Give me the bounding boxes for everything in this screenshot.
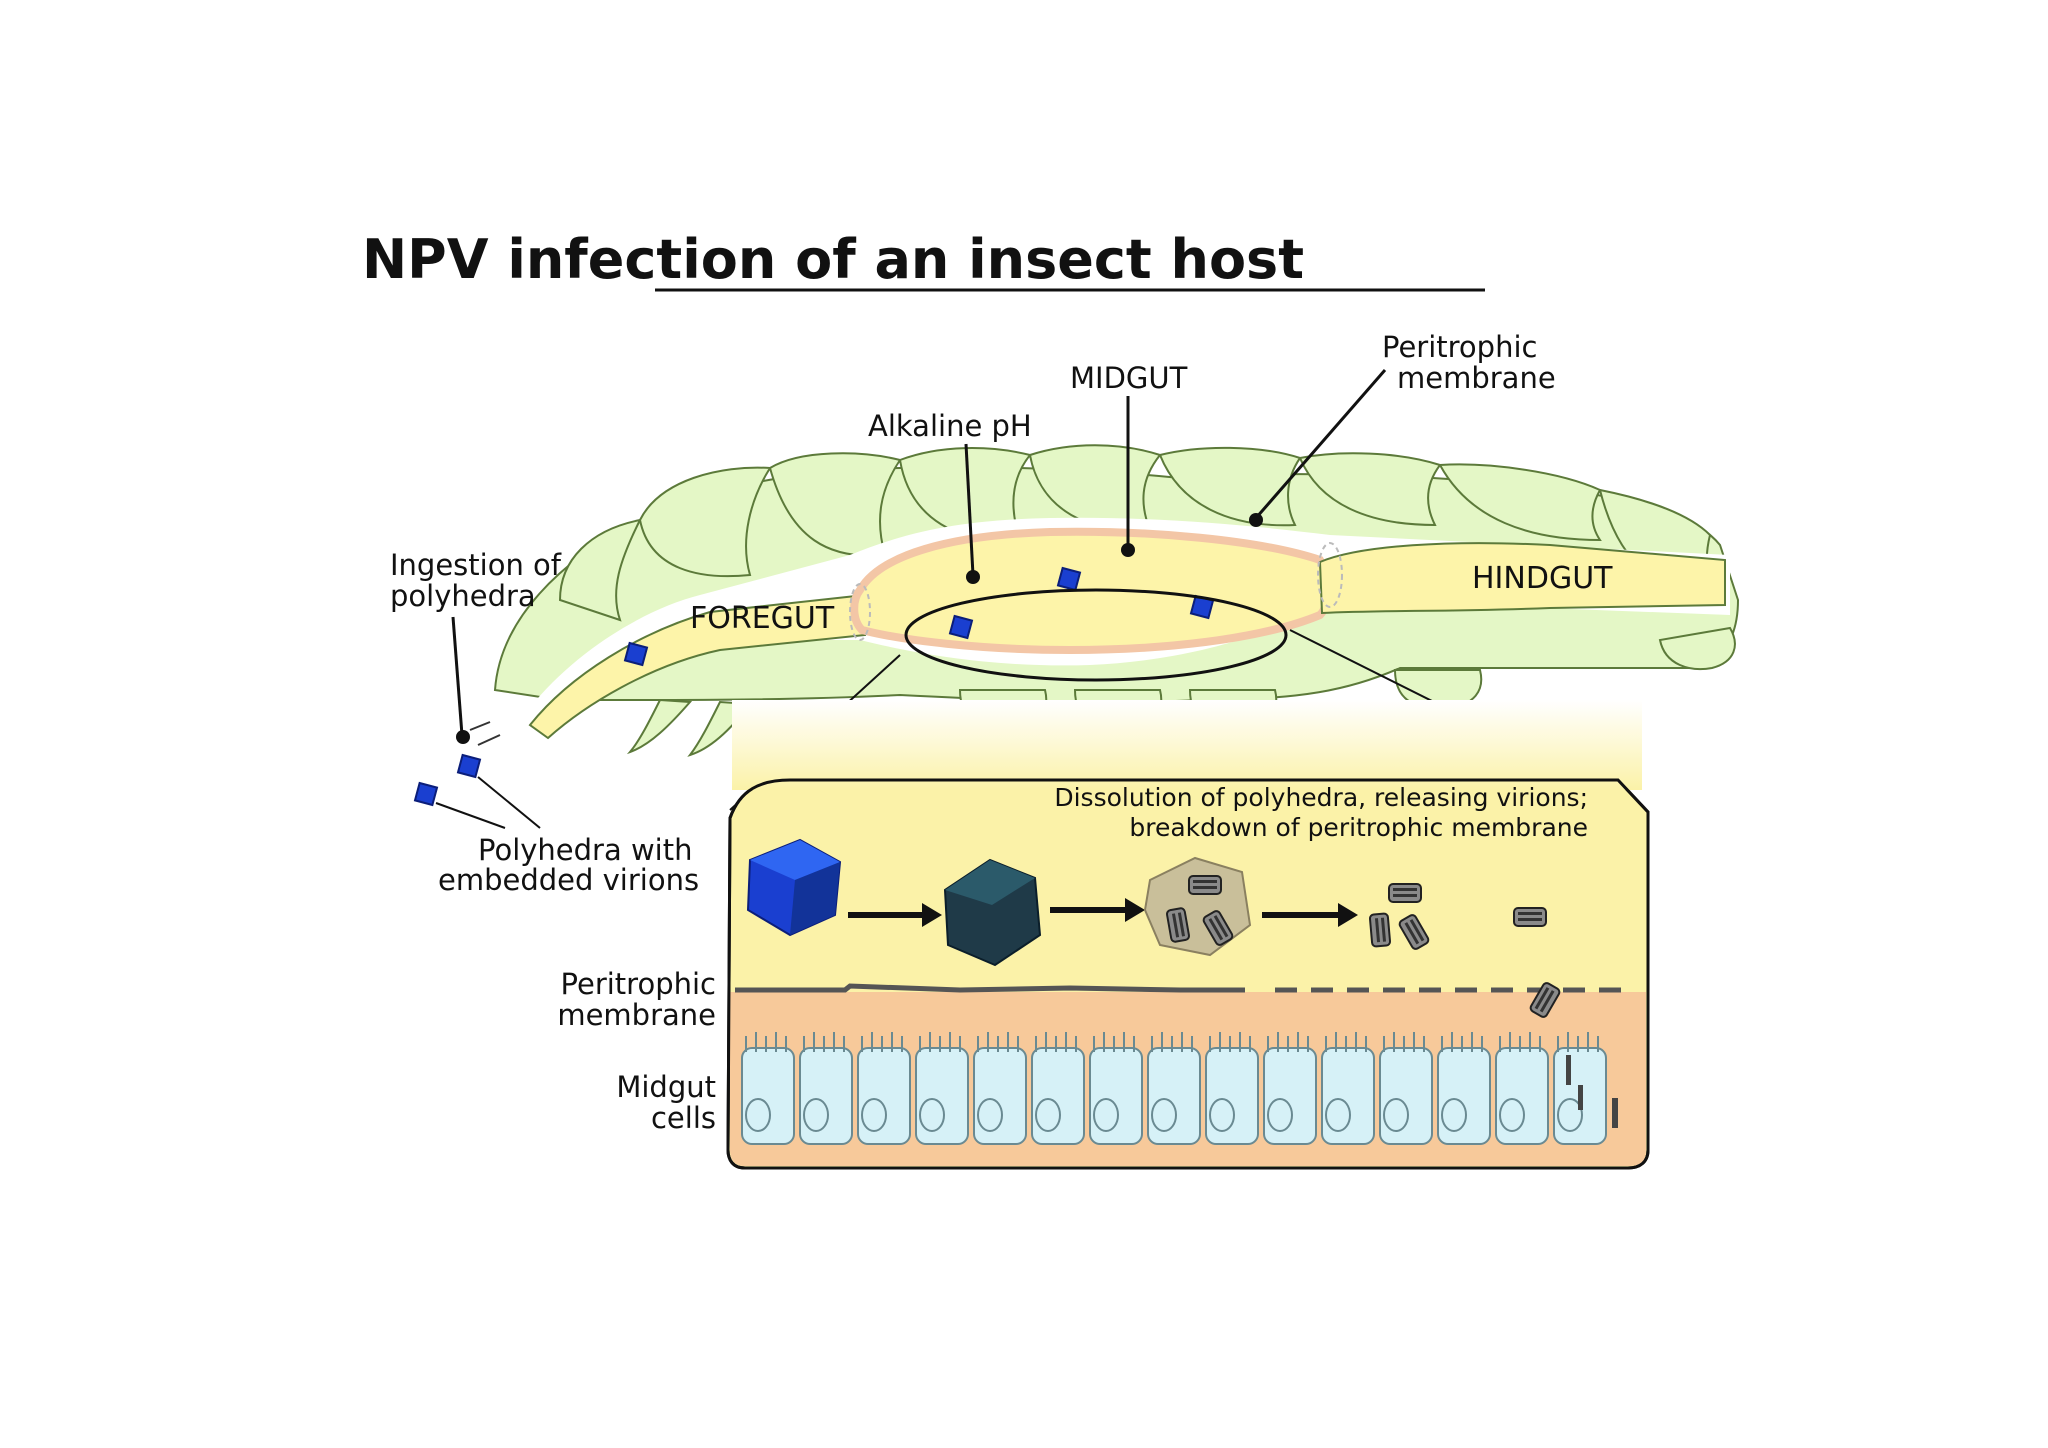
alkaline-label: Alkaline pH xyxy=(868,409,1032,443)
arrow-icon xyxy=(848,903,942,927)
arrow-icon xyxy=(1262,903,1358,927)
polyhedra-label-1: Polyhedra with xyxy=(478,833,692,867)
virion-icon xyxy=(1388,883,1422,903)
zoom-ellipse xyxy=(904,588,1288,682)
dissolution-sequence xyxy=(746,838,1562,1020)
title-group: NPV infection of an insect host xyxy=(362,228,1485,292)
annotation-midgut: MIDGUT xyxy=(1070,361,1188,557)
hindgut-region xyxy=(1318,542,1726,615)
midgut-cells-label-1: Midgut xyxy=(616,1070,716,1104)
arrow-icon xyxy=(1050,898,1145,922)
ingestion-label-2: polyhedra xyxy=(390,579,536,613)
virion-icon xyxy=(1368,912,1392,948)
midgut-cells-label-2: cells xyxy=(651,1101,716,1135)
annotation-ingestion: Ingestion of polyhedra xyxy=(390,548,562,744)
annotation-polyhedra: Polyhedra with embedded virions xyxy=(435,776,699,897)
polyhedra-in-gut xyxy=(413,566,1215,807)
polyhedron-icon xyxy=(943,858,1042,967)
virion-icon xyxy=(1188,875,1222,895)
peritrophic-membrane-intact xyxy=(735,983,1245,993)
peritrophic-side-label-2: membrane xyxy=(557,998,716,1032)
ingestion-label-1: Ingestion of xyxy=(390,548,562,582)
page-title: NPV infection of an insect host xyxy=(362,228,1304,291)
polyhedron-icon xyxy=(456,753,482,779)
annotation-alkaline: Alkaline pH xyxy=(868,409,1032,584)
polyhedra-label-2: embedded virions xyxy=(438,863,699,897)
midgut-label: MIDGUT xyxy=(1070,361,1188,395)
dissolution-label-1: Dissolution of polyhedra, releasing viri… xyxy=(1054,783,1588,812)
midgut-cells xyxy=(741,1032,1618,1145)
dissolution-label-2: breakdown of peritrophic membrane xyxy=(1129,813,1588,842)
polyhedron-icon xyxy=(746,838,842,937)
polyhedron-icon xyxy=(413,781,439,807)
virion-icon xyxy=(1513,907,1547,927)
polyhedron-icon xyxy=(1056,566,1082,592)
peritrophic-top-label-1: Peritrophic xyxy=(1382,330,1537,364)
annotation-peritrophic-top: Peritrophic membrane xyxy=(1249,330,1556,527)
foregut-label: FOREGUT xyxy=(690,601,835,636)
dissolving-polyhedron xyxy=(1143,856,1252,957)
polyhedron-icon xyxy=(948,614,974,640)
peritrophic-side-label-1: Peritrophic xyxy=(561,967,716,1001)
polyhedron-icon xyxy=(623,641,649,667)
hindgut-label: HINDGUT xyxy=(1472,561,1613,596)
peritrophic-top-label-2: membrane xyxy=(1397,361,1556,395)
